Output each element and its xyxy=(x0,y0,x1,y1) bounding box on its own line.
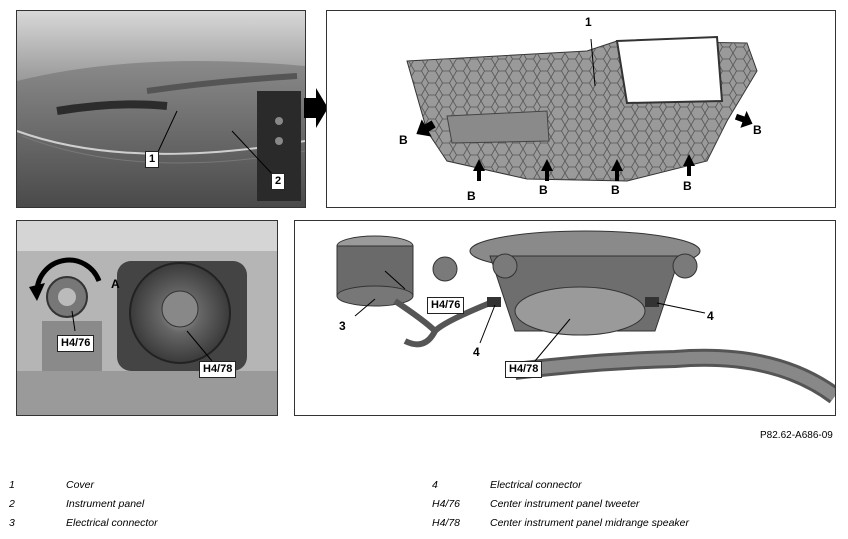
legend-key: 3 xyxy=(9,517,15,529)
legend-description: Center instrument panel tweeter xyxy=(490,498,640,510)
callout-3: 3 xyxy=(339,319,346,333)
cover-backside-drawing xyxy=(327,11,835,207)
callout-h4-78: H4/78 xyxy=(199,361,237,378)
label-b: B xyxy=(611,183,620,197)
arrow-up-icon xyxy=(473,159,485,181)
callout-h4-78: H4/78 xyxy=(505,361,543,378)
callout-1: 1 xyxy=(145,151,160,168)
cover-backside-panel: 1 B B B B B B xyxy=(326,10,836,208)
arrow-up-icon xyxy=(611,159,623,181)
arrow-right-icon xyxy=(416,119,436,137)
callout-4: 4 xyxy=(473,345,480,359)
callout-4: 4 xyxy=(707,309,714,323)
legend-description: Instrument panel xyxy=(66,498,145,510)
label-b: B xyxy=(539,183,548,197)
arrow-left-icon xyxy=(734,110,753,128)
legend-key: 4 xyxy=(432,479,438,491)
label-a: A xyxy=(111,277,120,291)
callout-2: 2 xyxy=(271,173,286,190)
legend-description: Electrical connector xyxy=(66,517,158,529)
legend-key: H4/78 xyxy=(432,517,461,529)
legend-key: 2 xyxy=(9,498,15,510)
dashboard-photo-panel: 1 2 xyxy=(16,10,306,208)
callout-h4-76: H4/76 xyxy=(57,335,95,352)
arrow-up-icon xyxy=(541,159,553,181)
callout-h4-76: H4/76 xyxy=(427,297,465,314)
label-b: B xyxy=(753,123,762,137)
label-b: B xyxy=(683,179,692,193)
installed-speakers-panel: A H4/76 H4/78 xyxy=(16,220,278,416)
legend-key: H4/76 xyxy=(432,498,461,510)
removed-speakers-panel: H4/76 3 4 4 H4/78 xyxy=(294,220,836,416)
legend-description: Electrical connector xyxy=(490,479,582,491)
label-b: B xyxy=(399,133,408,147)
dashboard-photo xyxy=(17,11,305,207)
removed-speakers-drawing xyxy=(295,221,835,415)
installed-speakers-photo xyxy=(17,221,277,415)
arrow-up-icon xyxy=(683,154,695,176)
legend-description: Center instrument panel midrange speaker xyxy=(490,517,690,529)
arrow-right-icon xyxy=(304,88,328,128)
callout-1: 1 xyxy=(585,15,592,29)
legend-key: 1 xyxy=(9,479,15,491)
reference-code: P82.62-A686-09 xyxy=(760,430,833,441)
legend-description: Cover xyxy=(66,479,95,491)
rotate-arrow-icon xyxy=(29,283,45,301)
label-b: B xyxy=(467,189,476,203)
